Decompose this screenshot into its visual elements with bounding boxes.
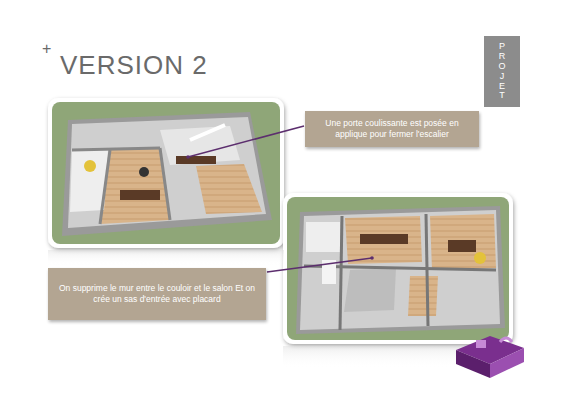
- callout-box: Une porte coulissante est posée en appli…: [305, 111, 479, 147]
- floorplan-view-1: [48, 98, 284, 248]
- leader-line: [188, 126, 304, 157]
- floorplan-view-2: [283, 193, 513, 344]
- callout-box: On supprime le mur entre le couloir et l…: [48, 268, 266, 320]
- section-tab: PROJET: [484, 36, 520, 107]
- plus-mark: +: [42, 40, 51, 58]
- callout-text: Une porte coulissante est posée en appli…: [313, 118, 471, 141]
- tab-label: PROJET: [498, 42, 507, 101]
- leader-line: [267, 258, 372, 272]
- callout-text: On supprime le mur entre le couloir et l…: [56, 283, 258, 306]
- slide-title: VERSION 2: [60, 50, 208, 81]
- logo: [456, 336, 524, 378]
